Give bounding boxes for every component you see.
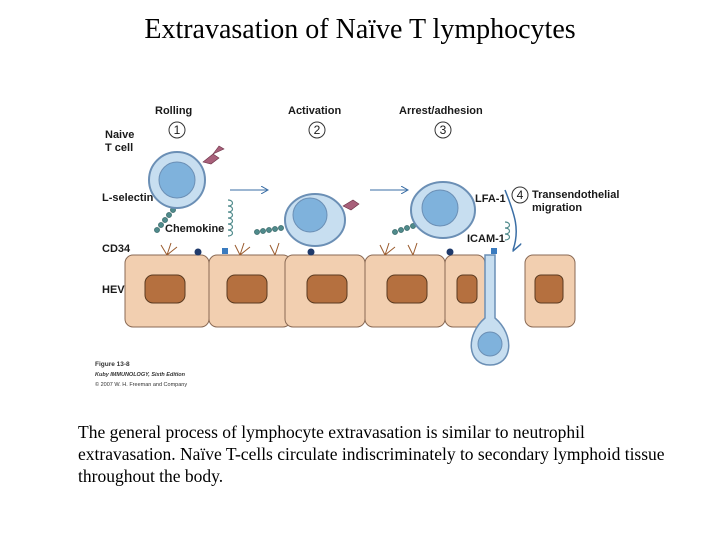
l-selectin-label: L-selectin xyxy=(102,192,154,204)
step-4-badge: 4 xyxy=(511,186,529,204)
step-3-badge: 3 xyxy=(434,121,452,139)
svg-text:4: 4 xyxy=(517,188,524,202)
naive-t-cell-label: Naive T cell xyxy=(105,129,137,154)
t-cell-arrested xyxy=(410,181,476,239)
chemokine-coils xyxy=(227,199,511,241)
figure-number: Figure 13-8 xyxy=(95,361,130,368)
step-2-badge: 2 xyxy=(308,121,326,139)
cd34-label: CD34 xyxy=(102,243,131,255)
chemokine-molecules xyxy=(194,248,454,256)
hev-label: HEV xyxy=(102,284,125,296)
step-1-badge: 1 xyxy=(168,121,186,139)
svg-text:1: 1 xyxy=(174,123,181,137)
step-activation-label: Activation xyxy=(288,105,341,117)
slide-caption: The general process of lymphocyte extrav… xyxy=(78,422,665,486)
extravasation-diagram: Rolling Activation Arrest/adhesion 1 2 3… xyxy=(95,105,622,388)
cd34-molecules xyxy=(160,242,418,256)
t-cell-activating xyxy=(284,193,346,247)
icam1-label: ICAM-1 xyxy=(467,233,505,245)
figure-book: Kuby IMMUNOLOGY, Sixth Edition xyxy=(95,372,186,378)
t-cell-rolling xyxy=(148,151,206,209)
chemokine-label: Chemokine xyxy=(165,223,224,235)
step-arrest-label: Arrest/adhesion xyxy=(399,105,483,117)
selectin-molecules xyxy=(202,145,360,211)
chemokine-receptors xyxy=(222,248,497,254)
svg-text:3: 3 xyxy=(440,123,447,137)
migration-arrow xyxy=(504,189,516,250)
figure-copyright: © 2007 W. H. Freeman and Company xyxy=(95,381,187,388)
step-transendothelial-label: Transendothelial migration xyxy=(532,189,622,214)
svg-text:2: 2 xyxy=(314,123,321,137)
migrating-t-cell xyxy=(470,254,510,366)
step-rolling-label: Rolling xyxy=(155,105,192,117)
hev-endothelium xyxy=(124,254,576,328)
slide-title: Extravasation of Naïve T lymphocytes xyxy=(144,14,576,45)
lfa1-label: LFA-1 xyxy=(475,193,506,205)
